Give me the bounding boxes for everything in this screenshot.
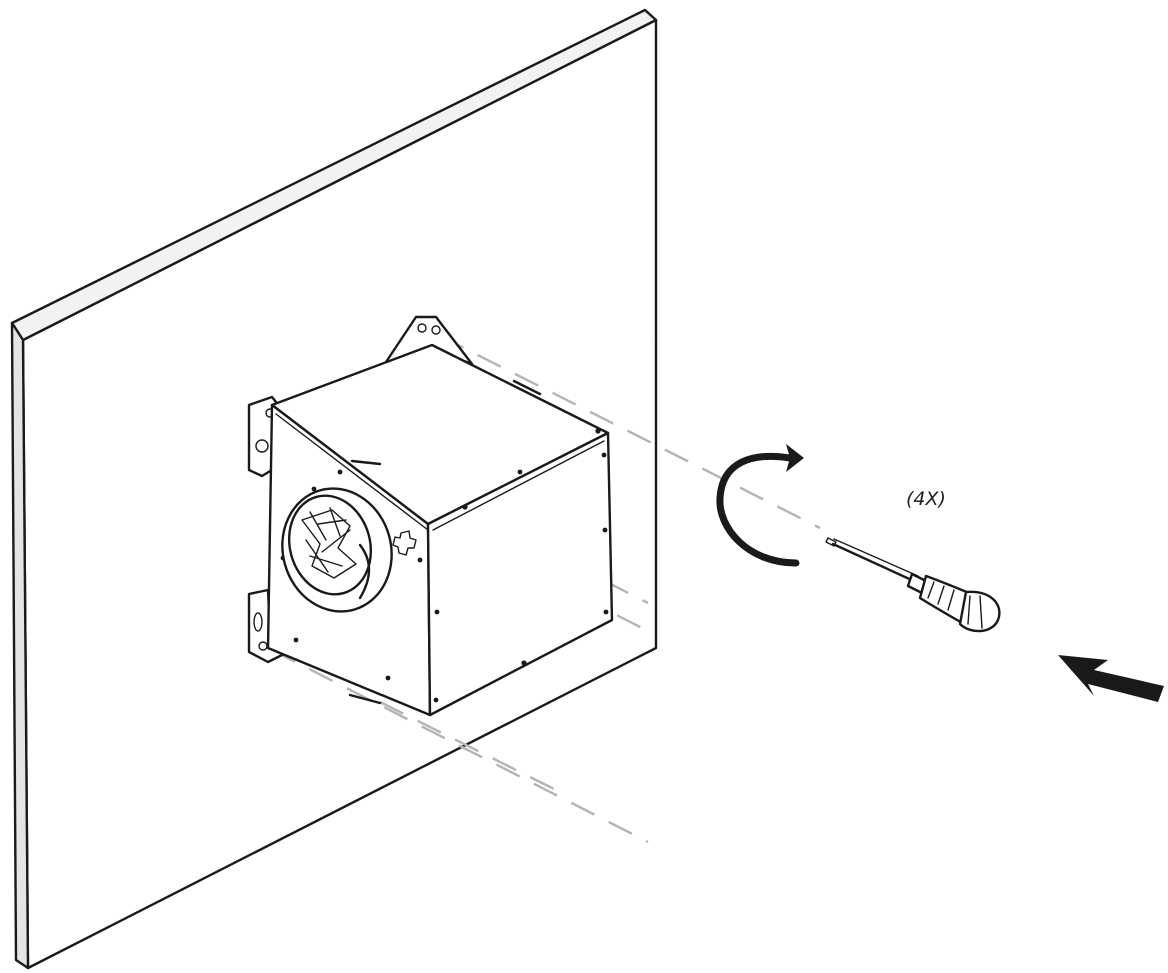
fan-box-slots xyxy=(348,379,542,705)
insertion-direction-arrow-icon xyxy=(1058,655,1164,702)
guide-line-bottom-left xyxy=(271,648,649,844)
screwdriver-shaft xyxy=(831,542,918,584)
bracket-hole xyxy=(255,439,269,453)
fan-inlet xyxy=(281,487,393,613)
guide-line-top-back xyxy=(439,334,821,530)
fan-blades xyxy=(301,507,357,579)
gear-icon xyxy=(392,530,417,556)
screwdriver-tip xyxy=(825,537,837,547)
bracket-hole xyxy=(417,323,427,333)
screwdriver-grip-lines xyxy=(927,581,983,629)
rotation-arrow-head xyxy=(786,444,804,472)
rotation-arc xyxy=(716,452,800,567)
bracket-slot xyxy=(253,612,263,632)
fan-box-edge-detail xyxy=(275,413,429,531)
quantity-callout: (4X) xyxy=(906,488,946,510)
fan-inlet-lip xyxy=(358,543,371,600)
fan-box-side-face xyxy=(426,431,614,717)
screwdriver-icon xyxy=(825,537,1001,633)
wall-panel-side-edge xyxy=(10,321,30,970)
fan-box-edge-detail xyxy=(432,440,605,531)
clockwise-rotation-arrow-icon xyxy=(716,444,804,567)
screwdriver-shaft-edge xyxy=(833,538,919,577)
bracket-hole xyxy=(431,325,441,335)
fan-box xyxy=(266,343,614,717)
direction-arrow xyxy=(1058,655,1164,702)
guide-line-bottom-screw xyxy=(379,700,561,794)
